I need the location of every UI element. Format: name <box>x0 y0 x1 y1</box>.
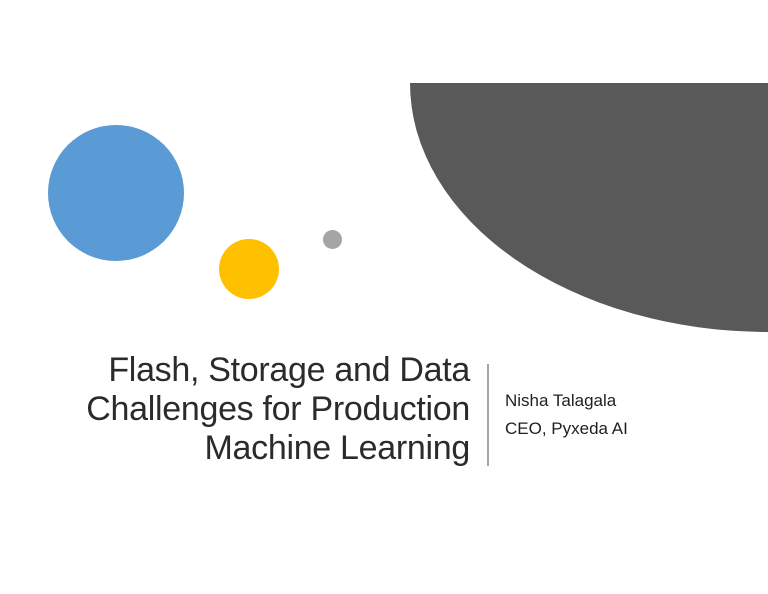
speaker-block: Nisha Talagala CEO, Pyxeda AI <box>505 387 628 443</box>
speaker-role: CEO, Pyxeda AI <box>505 419 628 438</box>
gray-dot-decoration <box>323 230 342 249</box>
slide-title: Flash, Storage and Data Challenges for P… <box>86 351 470 467</box>
title-divider-line <box>487 364 489 466</box>
yellow-circle-decoration <box>219 239 279 299</box>
blue-circle-decoration <box>48 125 184 261</box>
speaker-name: Nisha Talagala <box>505 391 617 410</box>
